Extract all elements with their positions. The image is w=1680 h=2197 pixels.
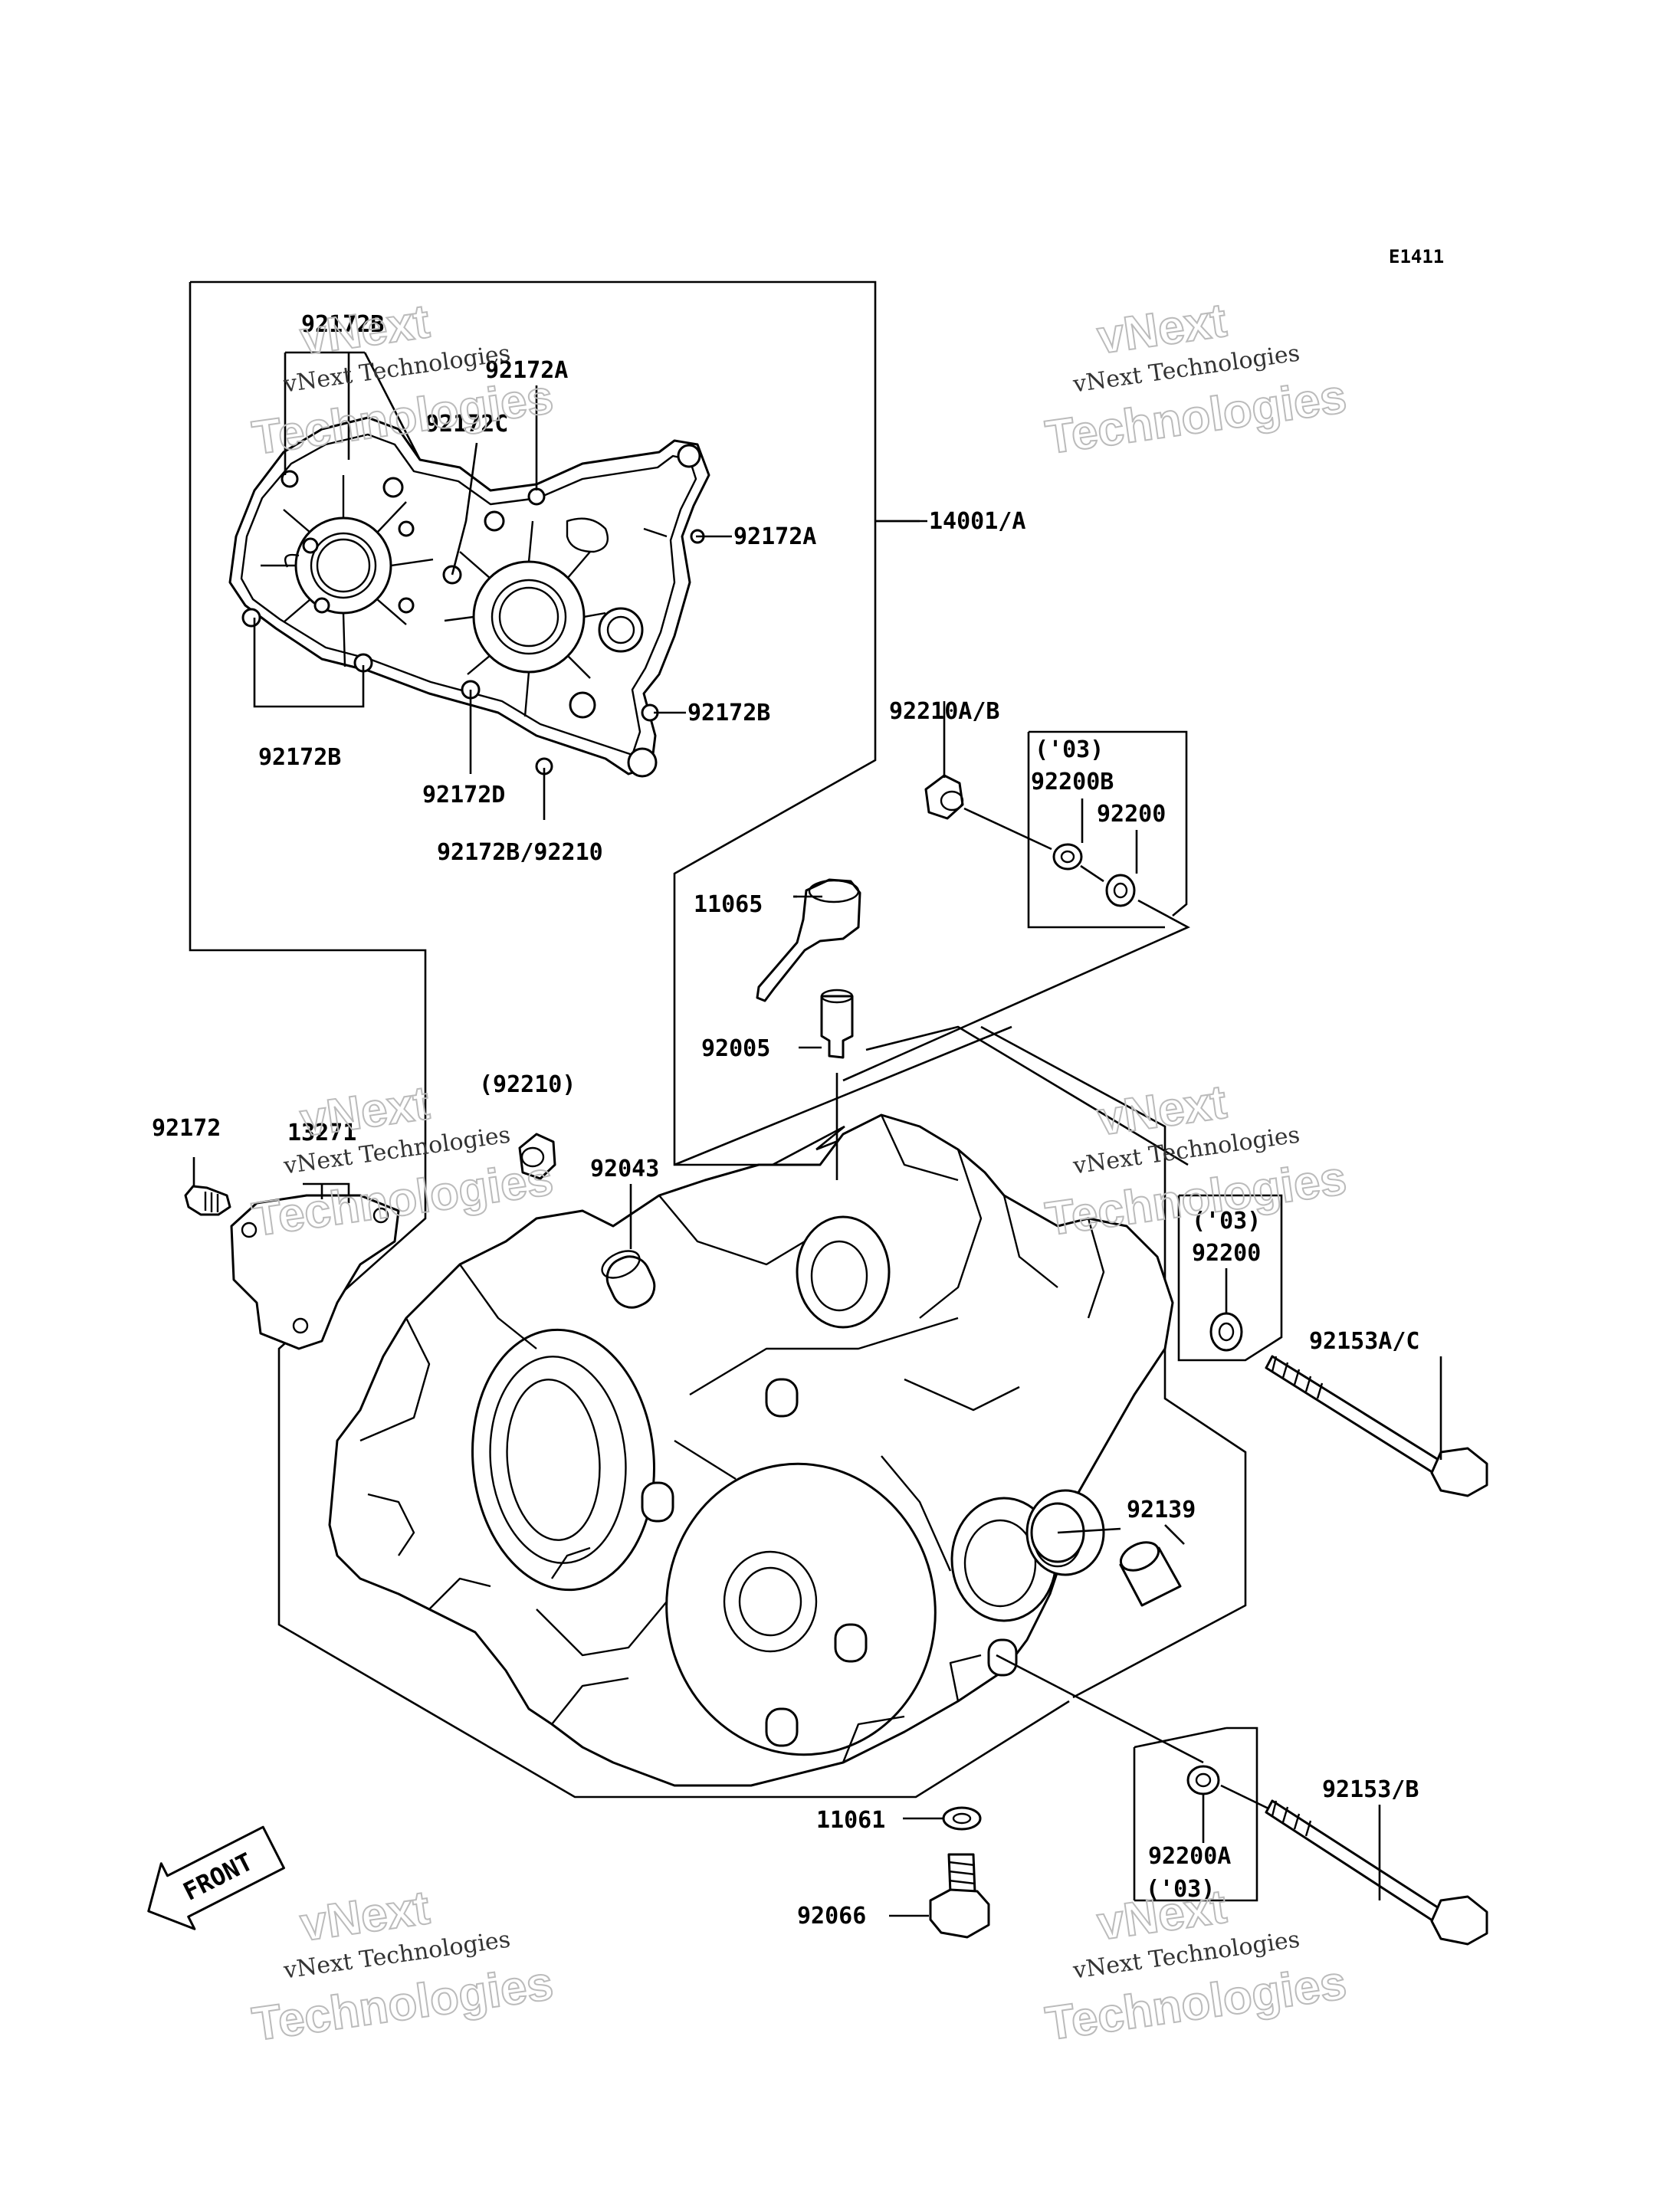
nut-92210AB (924, 774, 964, 820)
leader-lines (192, 351, 1442, 1917)
dowel-92139 (1119, 1541, 1182, 1607)
label-13271: 13271 (287, 1120, 356, 1146)
crankcase-half-cover (228, 416, 710, 778)
watermark-top-right: vNext vNext Technologies Technologies (1042, 293, 1350, 465)
label-92153B: 92153/B (1322, 1776, 1419, 1803)
label-92210-paren: (92210) (479, 1071, 576, 1098)
label-92172B-top: 92172B (301, 311, 384, 338)
label-92005: 92005 (701, 1035, 770, 1062)
front-arrow: FRONT (147, 1825, 285, 1930)
label-92172C: 92172C (425, 411, 508, 438)
watermark-bottom-right: vNext vNext Technologies Technologies (1042, 1880, 1350, 2051)
label-92200A: 92200A (1148, 1843, 1231, 1870)
label-92210AB: 92210A/B (889, 698, 1000, 725)
label-03-b: ('03) (1192, 1208, 1261, 1235)
label-92172B-bottom-left: 92172B (258, 744, 341, 771)
lever-11065 (756, 878, 861, 1002)
label-92043: 92043 (590, 1156, 659, 1182)
watermark-bottom-left: vNext vNext Technologies Technologies (248, 1881, 557, 2052)
label-92200B: 92200B (1031, 769, 1114, 795)
label-92172D: 92172D (422, 782, 505, 808)
label-92139: 92139 (1127, 1497, 1196, 1523)
label-92200-b: 92200 (1192, 1240, 1261, 1267)
label-92172: 92172 (152, 1115, 221, 1142)
bolt-92153AC (1265, 1355, 1488, 1497)
label-92172B-right: 92172B (687, 700, 770, 726)
pin-92005 (820, 995, 854, 1059)
diagram-code: E1411 (1389, 246, 1444, 267)
label-92172A-right: 92172A (733, 523, 816, 550)
nut-92210-paren (518, 1133, 556, 1180)
label-11065: 11065 (694, 891, 763, 918)
bolt-92066 (929, 1853, 990, 1939)
washer-92200A (1186, 1765, 1220, 1795)
washer-92200-a (1105, 874, 1136, 907)
label-92153AC: 92153A/C (1309, 1328, 1420, 1355)
watermark-mid-right: vNext vNext Technologies Technologies (1042, 1075, 1350, 1247)
part-labels: 92172B 92172A 92172C 92172A 14001/A 9217… (152, 311, 1420, 1930)
screw-92172 (184, 1185, 231, 1216)
label-92200-a: 92200 (1097, 801, 1166, 828)
label-14001A: 14001/A (929, 508, 1025, 535)
label-92066: 92066 (797, 1903, 866, 1930)
plate-13271 (230, 1194, 400, 1350)
label-03-c: ('03) (1146, 1876, 1215, 1903)
crankcase-main (328, 1113, 1174, 1787)
label-92172A-top: 92172A (485, 357, 568, 384)
label-92172B-92210: 92172B/92210 (437, 839, 603, 866)
bolt-92153B (1265, 1799, 1488, 1946)
washer-11061 (942, 1806, 982, 1831)
label-11061: 11061 (816, 1807, 885, 1834)
label-03-a: ('03) (1035, 736, 1104, 763)
washer-92200B (1052, 843, 1083, 871)
washer-92200-b (1209, 1312, 1243, 1352)
